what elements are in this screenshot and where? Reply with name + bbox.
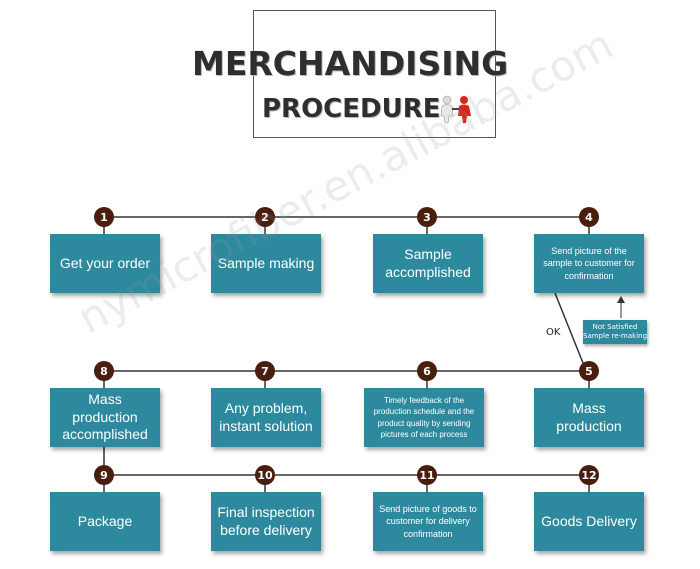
step-5-label: Mass production	[556, 400, 622, 434]
step-9-box: Package	[50, 492, 160, 551]
step-7-number: 7	[255, 361, 275, 381]
step-1-label: Get your order	[59, 254, 151, 271]
step-2-box: Sample making	[211, 234, 321, 293]
step-6-number: 6	[417, 361, 437, 381]
title-frame	[253, 10, 496, 138]
step-5-number: 5	[579, 361, 599, 381]
step-3-label: Sample accomplished	[385, 246, 471, 280]
step-11-box: Send picture of goods to customer for de…	[373, 492, 483, 551]
step-12-box: Goods Delivery	[534, 492, 644, 551]
step-10-box: Final inspection before delivery	[211, 492, 321, 551]
step-9-label: Package	[77, 512, 133, 529]
ok-label: OK	[546, 327, 561, 338]
step-7-box: Any problem, instant solution	[211, 388, 321, 447]
step-1-number: 1	[94, 207, 114, 227]
step-8-label: Mass production accomplished	[62, 391, 148, 443]
step-10-label: Final inspection before delivery	[217, 504, 315, 538]
step-11-number: 11	[417, 465, 437, 485]
step-3-box: Sample accomplished	[373, 234, 483, 293]
step-4-box: Send picture of the sample to customer f…	[534, 234, 644, 293]
step-8-number: 8	[94, 361, 114, 381]
step-5-box: Mass production	[534, 388, 644, 447]
not-satisfied-note: Not Satisfied Sample re-making	[583, 320, 647, 344]
step-4-label: Send picture of the sample to customer f…	[543, 246, 635, 281]
step-10-number: 10	[255, 465, 275, 485]
title-line-1: MERCHANDISING	[192, 44, 509, 83]
step-12-number: 12	[579, 465, 599, 485]
step-4-number: 4	[579, 207, 599, 227]
step-6-label: Timely feedback of the production schedu…	[373, 396, 475, 439]
step-7-label: Any problem, instant solution	[219, 400, 313, 434]
step-8-box: Mass production accomplished	[50, 388, 160, 447]
step-11-label: Send picture of goods to customer for de…	[379, 504, 477, 539]
title-line-2: PROCEDURE	[262, 94, 441, 124]
step-9-number: 9	[94, 465, 114, 485]
step-3-number: 3	[417, 207, 437, 227]
step-12-label: Goods Delivery	[541, 512, 637, 529]
not-satisfied-line-1: Not Satisfied	[592, 322, 638, 331]
handshake-people-icon	[440, 95, 471, 124]
not-satisfied-line-2: Sample re-making	[583, 332, 648, 340]
step-2-number: 2	[255, 207, 275, 227]
step-6-box: Timely feedback of the production schedu…	[364, 388, 484, 447]
step-2-label: Sample making	[217, 254, 315, 271]
step-1-box: Get your order	[50, 234, 160, 293]
